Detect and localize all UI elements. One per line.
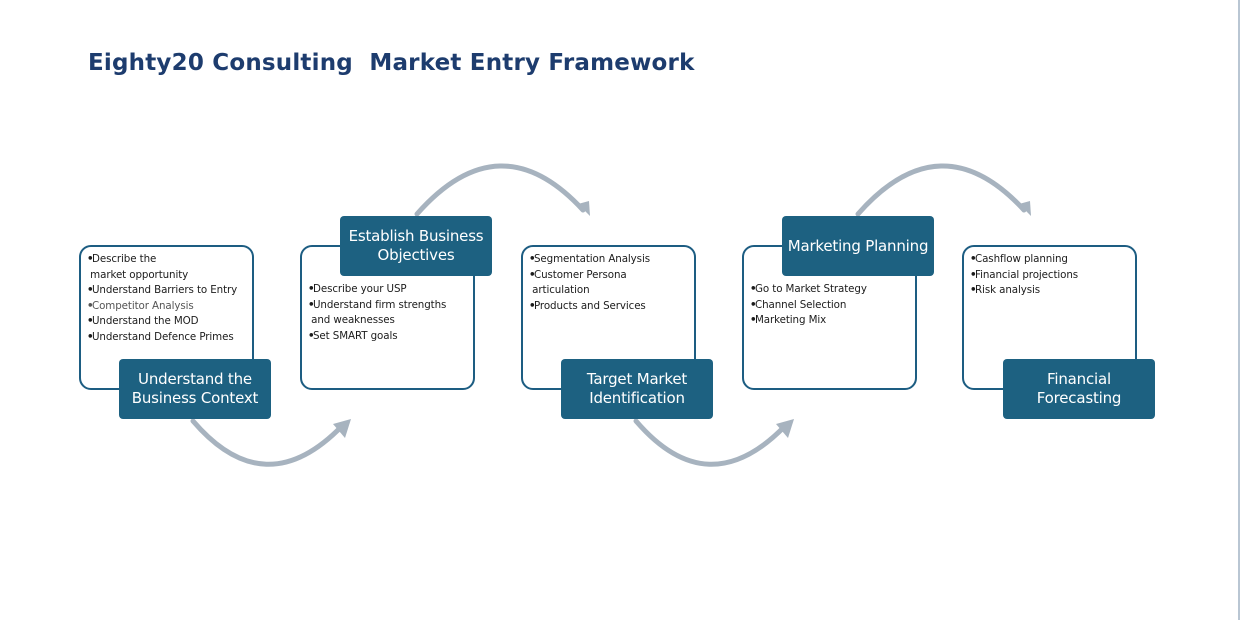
- step-5-bullets: •Cashflow planning •Financial projection…: [970, 252, 1078, 299]
- bullet-text: Describe the market opportunity: [90, 253, 189, 281]
- bullet: •Understand Defence Primes: [87, 330, 234, 343]
- bullet: •Competitor Analysis: [87, 299, 194, 312]
- bullet-text: Understand firm strengths and weaknesses: [311, 298, 447, 327]
- bullet-text: Understand Barriers to Entry: [92, 284, 238, 296]
- bullet-text: Products and Services: [534, 299, 646, 312]
- bullet: •Marketing Mix: [750, 314, 827, 326]
- flow-arrow-4: [855, 163, 1027, 217]
- bullet: •Products and Services: [529, 299, 646, 312]
- bullet-text: Customer Persona articulation: [532, 268, 627, 297]
- step-4-bullets: •Go to Market Strategy •Channel Selectio…: [750, 282, 867, 329]
- step-3-bullets: •Segmentation Analysis •Customer Persona…: [529, 252, 650, 314]
- bullet-text: Understand the MOD: [92, 315, 199, 327]
- bullet: •Cashflow planning: [970, 253, 1068, 265]
- page-title: Eighty20 Consulting Market Entry Framewo…: [88, 50, 695, 76]
- flow-arrow-3: [633, 418, 788, 467]
- bullet: •Go to Market Strategy: [750, 283, 867, 295]
- bullet: •Understand Barriers to Entry: [87, 284, 238, 296]
- flow-arrowhead-1: [333, 419, 351, 438]
- bullet-text: Competitor Analysis: [92, 299, 194, 312]
- step-2-label: Establish Business Objectives: [340, 216, 492, 276]
- step-5-label: Financial Forecasting: [1003, 359, 1155, 419]
- step-3-label: Target Market Identification: [561, 359, 713, 419]
- step-4-label: Marketing Planning: [782, 216, 934, 276]
- flow-arrowhead-3: [776, 419, 794, 438]
- flow-arrow-1: [190, 418, 345, 467]
- bullet: •Describe your USP: [308, 283, 407, 295]
- bullet: •Customer Persona articulation: [529, 268, 627, 297]
- bullet: •Understand the MOD: [87, 315, 199, 327]
- step-1-label: Understand the Business Context: [119, 359, 271, 419]
- bullet-text: Risk analysis: [975, 284, 1041, 296]
- bullet: •Financial projections: [970, 268, 1079, 281]
- bullet-text: Cashflow planning: [975, 253, 1068, 265]
- bullet-text: Go to Market Strategy: [755, 283, 867, 295]
- flow-arrowhead-2: [578, 201, 590, 216]
- step-2-bullets: •Describe your USP •Understand firm stre…: [308, 282, 446, 344]
- flow-arrowhead-4: [1019, 201, 1031, 216]
- bullet-text: Channel Selection: [755, 298, 847, 311]
- bullet-text: Set SMART goals: [313, 329, 398, 342]
- bullet-text: Financial projections: [975, 268, 1079, 281]
- bullet: •Describe the market opportunity: [87, 253, 189, 281]
- bullet: •Risk analysis: [970, 284, 1041, 296]
- bullet-text: Marketing Mix: [755, 314, 827, 326]
- bullet-text: Understand Defence Primes: [92, 330, 234, 343]
- bullet: •Understand firm strengths and weaknesse…: [308, 298, 447, 327]
- bullet-text: Describe your USP: [313, 283, 407, 295]
- step-1-bullets: •Describe the market opportunity •Unders…: [87, 252, 237, 345]
- flow-arrow-2: [414, 163, 586, 217]
- page-edge-divider: [1238, 0, 1240, 620]
- bullet: •Channel Selection: [750, 298, 847, 311]
- bullet: •Segmentation Analysis: [529, 253, 650, 265]
- bullet: •Set SMART goals: [308, 329, 398, 342]
- bullet-text: Segmentation Analysis: [534, 253, 650, 265]
